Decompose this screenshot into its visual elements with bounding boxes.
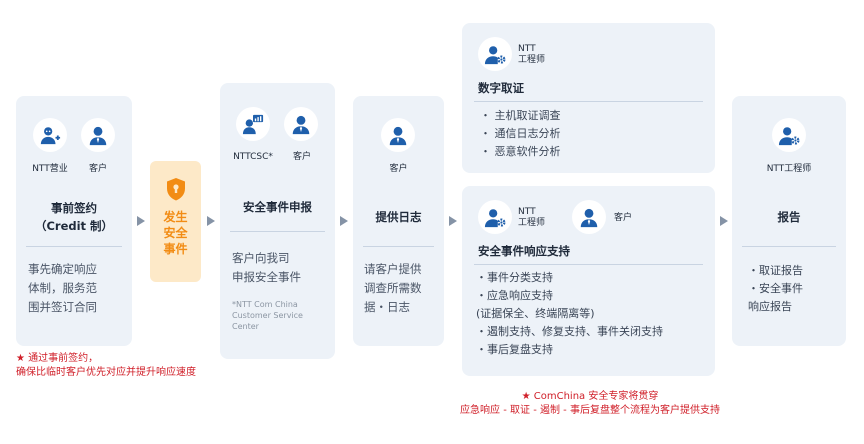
response-support-list: ・事件分类支持・应急响应支持 (证据保全、终端隔离等)・遏制支持、修复支持、事件… [476,271,663,356]
person-icon [572,200,606,234]
divider [742,246,836,247]
role-customer: 客户 [389,164,408,174]
forensics-list: ・ 主机取证调查・ 通信日志分析・ 恶意软件分析 [480,109,561,158]
divider [230,231,325,232]
role-ntt-engineer: NTT工程师 [766,164,812,174]
step-subtitle: （Credit 制） [34,219,114,233]
step-description: 请客户提供调查所需数据・日志 [364,262,422,314]
flow-arrow [340,216,348,226]
engineer-gear-icon [478,200,512,234]
report-list: ・取证报告・安全事件 响应报告 [748,264,803,313]
flow-arrow [449,216,457,226]
divider [363,246,434,247]
person-plus-icon [33,118,67,152]
divider [26,246,122,247]
step-report-output-card: NTT工程师 报告 ・取证报告・安全事件 响应报告 [732,96,846,346]
incident-occurred-badge: 发生安全事件 [150,161,201,282]
step-title: 安全事件申报 [243,200,312,214]
step-description: 客户向我司申报安全事件 [232,251,301,284]
role-customer: 客户 [292,152,311,162]
person-icon [284,107,318,141]
person-icon [81,118,115,152]
flow-arrow [137,216,145,226]
step-contract-card: NTT营业 客户 事前签约 （Credit 制） 事先确定响应体制，服务范围并签… [16,96,132,346]
contract-note: ★ 通过事前签约，确保比临时客户优先对应并提升响应速度 [16,353,196,378]
step-logs-card: 客户 提供日志 请客户提供调查所需数据・日志 [353,96,444,346]
person-monitor-icon [236,107,270,141]
divider [474,264,703,265]
role-customer: 客户 [88,164,107,174]
step-title: 数字取证 [478,81,524,95]
step-report-card: NTTCSC* 客户 安全事件申报 客户向我司申报安全事件 *NTT Com C… [220,83,335,359]
role-ntt-sales: NTT营业 [32,164,68,174]
shield-keyhole-icon [165,177,187,201]
step-description: 事先确定响应体制，服务范围并签订合同 [28,262,97,314]
step-title: 报告 [777,210,801,224]
step-title: 提供日志 [375,210,422,224]
incident-label: 发生安全事件 [163,210,188,256]
engineer-gear-icon [772,118,806,152]
engineer-gear-icon [478,37,512,71]
expert-support-note: ★ ComChina 安全专家将贯穿应急响应 - 取证 - 遏制 - 事后复盘整… [460,391,720,416]
role-customer: 客户 [614,213,633,223]
step-title: 事前签约 [51,201,97,215]
role-ntt-csc: NTTCSC* [233,152,273,162]
step-title: 安全事件响应支持 [478,244,570,258]
divider [474,101,703,102]
person-icon [381,118,415,152]
flow-arrow [720,216,728,226]
flow-arrow [207,216,215,226]
